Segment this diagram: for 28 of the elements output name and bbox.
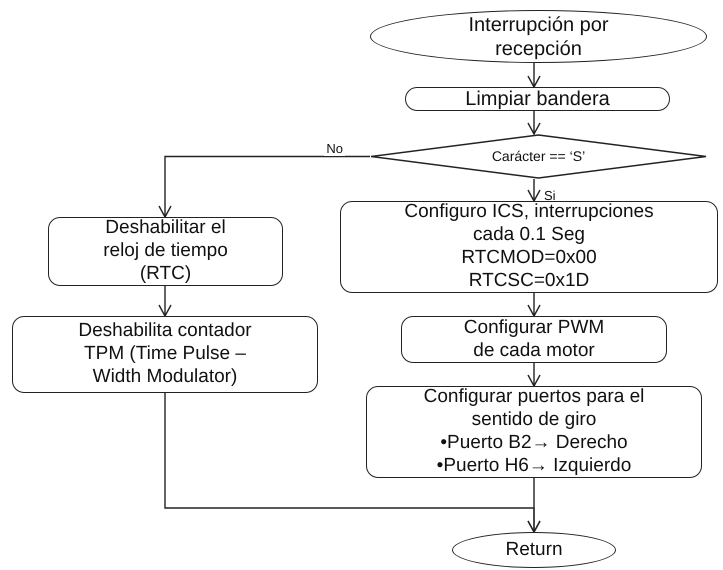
process-box xyxy=(405,87,670,111)
arrow xyxy=(158,156,370,218)
arrow xyxy=(527,293,541,317)
process-box xyxy=(340,201,718,293)
node-text: Interrupción por recepción xyxy=(467,12,610,60)
node-text: Configurar PWM de cada motor xyxy=(462,316,606,362)
node-text: •Puerto H6→ Izquierdo xyxy=(436,454,632,478)
arrow xyxy=(158,286,172,317)
process-box xyxy=(401,316,667,363)
arrow xyxy=(527,111,541,135)
node-text: Carácter == ‘S’ xyxy=(492,148,586,165)
process-box xyxy=(12,316,318,393)
process-box xyxy=(366,386,702,478)
node-text: Configuro ICS, interrupciones cada 0.1 Seg xyxy=(403,201,655,247)
node-text: Deshabilitar el reloj de tiempo (RTC) xyxy=(102,217,229,286)
process-box xyxy=(48,217,283,286)
arrow xyxy=(527,363,541,387)
node-text: Return xyxy=(505,538,563,562)
decision-diamond xyxy=(370,134,707,179)
node-text: RTCSC=0x1D xyxy=(468,270,590,293)
node-text: RTCMOD=0x00 xyxy=(461,247,597,270)
node-text: Configurar puertos para el sentido de giro xyxy=(422,386,646,432)
arrow xyxy=(164,393,541,533)
arrow xyxy=(527,179,541,202)
node-text: •Puerto B2→ Derecho xyxy=(440,432,628,455)
node-text: Limpiar bandera xyxy=(465,87,610,111)
arrow xyxy=(527,63,541,88)
node-text: Deshabilita contador TPM (Time Pulse – Width Modulator) xyxy=(77,320,253,389)
